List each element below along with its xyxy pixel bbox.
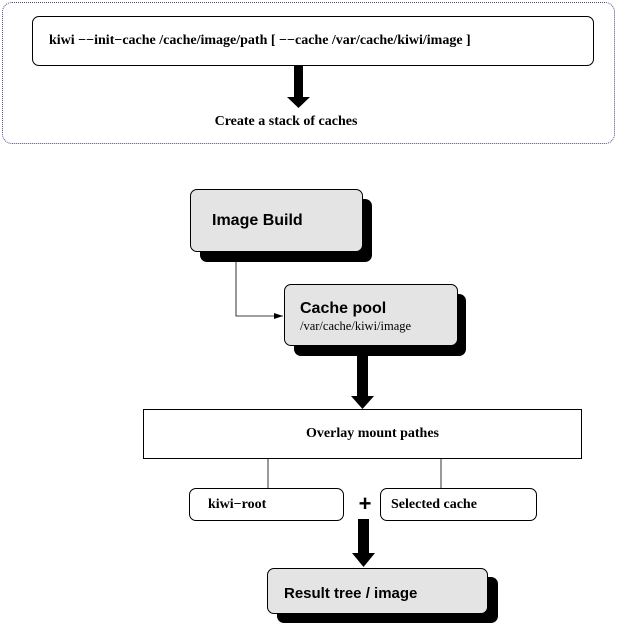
- selected-cache-box: Selected cache: [380, 488, 537, 521]
- cache-pool-path: /var/cache/kiwi/image: [300, 319, 412, 333]
- command-text: kiwi −−init−cache /cache/image/path [ −−…: [49, 33, 471, 48]
- command-group-frame: [2, 2, 615, 144]
- image-build-box: [190, 189, 363, 252]
- command-box: kiwi −−init−cache /cache/image/path [ −−…: [32, 16, 594, 66]
- result-box: [267, 568, 488, 614]
- overlay-mount-label: Overlay mount pathes: [306, 426, 439, 441]
- connector-imagebuild-to-cachepool: [235, 262, 283, 319]
- caption-create-stack: Create a stack of caches: [214, 114, 358, 129]
- overlay-mount-box: Overlay mount pathes: [143, 409, 582, 459]
- result-label: Result tree / image: [284, 585, 418, 602]
- kiwi-root-box: kiwi−root: [189, 488, 344, 521]
- image-build-label: Image Build: [212, 212, 303, 229]
- arrow-plus-to-result: [352, 519, 375, 567]
- selected-cache-label: Selected cache: [391, 496, 477, 512]
- kiwi-root-label: kiwi−root: [208, 496, 267, 512]
- cache-pool-box: [284, 284, 458, 346]
- plus-sign: +: [358, 491, 372, 516]
- arrow-cachepool-to-overlay: [351, 356, 374, 409]
- cache-pool-label: Cache pool: [300, 300, 387, 317]
